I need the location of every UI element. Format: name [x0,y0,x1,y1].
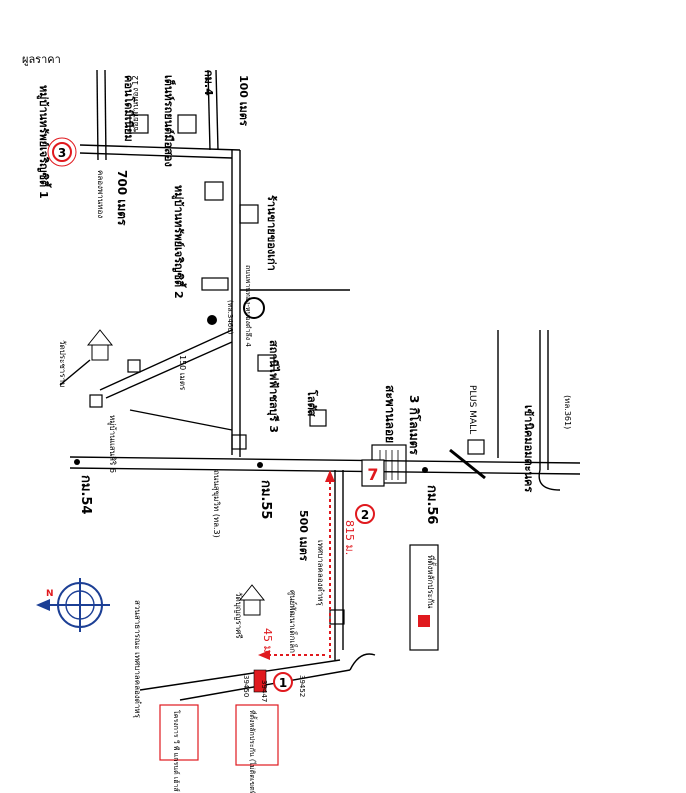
label-temple-1: วัดประชาราม [58,340,67,387]
label-plot-3: 39452 [298,675,306,697]
house-icon-1 [127,359,141,373]
condo-icon [129,114,149,134]
km54-dot [74,459,80,465]
label-condo: คอนโดมิเนียม [122,75,136,142]
main-highway [69,456,581,464]
site-info-text: ที่ตั้งหลักประกัน (ไม่ติดเขตที่) [248,710,259,793]
blocked-road-mark [449,448,486,480]
compass-icon: N [36,578,110,632]
label-dist-150: 150 เมตร [178,355,187,391]
label-village-2: หมู่บ้านทรัพย์เจริญซิตี้ 2 [171,185,187,299]
road-soi-12-edge [79,152,233,159]
water-tower-icon [243,297,265,319]
label-hwy-361: (ทล.361) [563,395,572,429]
label-dist-500: 500 เมตร [297,510,310,561]
marker-3-ring [47,137,77,167]
road-bottom-curve [349,653,376,671]
label-power: สถานีไฟฟ้าชลบุรี 3 [266,340,281,433]
label-bridge: สะพานลอย [383,385,397,443]
buildings [89,114,485,625]
label-dist-100: 100 เมตร [237,75,250,126]
site-info-box: ที่ตั้งหลักประกัน (ไม่ติดเขตที่) [235,704,279,793]
label-km54: กม.54 [78,475,93,514]
traffic-light-icon [201,277,229,291]
road-bottom [139,659,341,691]
route-arrow-up [325,470,335,482]
label-km55: กม.55 [258,480,273,519]
temple-icon-2 [238,584,266,616]
label-dist-45: 45 ม. [261,628,274,656]
road-amata-curve [538,469,561,491]
marker-1: 1 [273,672,293,692]
label-village-1: หมู่บ้านทรัพย์เจริญซิตี้ 1 [36,85,52,199]
school-icon [329,609,345,625]
label-antiques: ร้านขายของเก่า [265,195,278,271]
label-road-main: ถนนสุขุมวิท (ทล.3) [212,470,221,538]
label-park: สวนสาธารณะ เทศบาลคลองตำหรุ [133,600,142,719]
legend: ที่ตั้งหลักประกัน [409,544,439,651]
antiques-icon [239,204,259,224]
marker-2: 2 [355,504,375,524]
project-box: โครงการ วี พี แกรนด์ เฮ้าส์ [159,704,199,792]
house-icon-2 [89,394,103,408]
label-dist-815: 815 ม. [343,520,356,555]
label-hwy-3466: (ทล.3466) [226,300,234,335]
road-temple-2 [129,409,233,431]
used-cars-icon [177,114,197,134]
label-dist-700: 700 เมตร [115,170,129,226]
label-road-4: ถนนพานทอง-หนองตำลึง 4 [244,265,253,347]
house-icon-3 [231,434,247,450]
road-vertical-left [96,69,99,161]
label-km56: กม.56 [424,485,439,524]
map-labels: หมู่บ้านทรัพย์เจริญซิตี้ 1 700 เมตร คลอง… [36,70,572,719]
plus-mall-icon [467,439,485,455]
road-right-vertical-2 [215,69,219,151]
label-village-6: หมู่บ้านแสนสิริ 6 [107,415,117,473]
route-arrow-left [258,650,270,660]
power-station-icon [257,354,275,372]
road-4-edge [105,341,233,399]
road-right-vertical [207,69,211,151]
roads [59,69,581,701]
label-used-cars: เต็นท์รถยนต์มือสอง [162,75,176,167]
label-km4: กม.4 [202,70,215,96]
seven-eleven-box-1 [204,181,224,201]
main-highway-edge [69,467,581,475]
temple-icons [86,329,266,616]
label-plus-mall: PLUS MALL [467,385,477,434]
label-km3: 3 กิโลเมตร [407,395,422,455]
road-temple [59,359,91,386]
label-plot-1: 39450 [242,675,250,697]
road-soi-12 [79,144,241,151]
marker-3-text: 3 [58,146,66,160]
route [262,475,331,660]
seven-eleven-icon: 7 [361,459,385,487]
km56-dot [422,467,428,473]
compass-north-text: N [46,589,54,599]
label-school: ศูนย์พัฒนาเด็กเล็ก [287,590,298,653]
legend-label: ที่ตั้งหลักประกัน [426,555,437,609]
label-plot-2: 39447 [260,680,268,702]
label-canal: คลองพานทอง [96,170,105,218]
label-lotus: โลตัส [305,389,319,417]
property-site [253,669,267,693]
project-text: โครงการ วี พี แกรนด์ เฮ้าส์ [172,710,181,792]
lotus-icon [309,409,327,427]
marker-1-text: 1 [279,676,287,690]
water-tower-small-icon [207,315,217,325]
road-4 [99,329,233,391]
seven-eleven-text: 7 [367,465,378,484]
corner-note: ผูลราคา [22,53,61,66]
road-vertical-left-2 [104,69,107,161]
km55-dot [257,462,263,468]
label-road-12: ซอยพานทอง 12 [131,75,140,132]
marker-3: 3 [52,142,72,162]
temple-icon-1 [86,329,114,361]
marker-2-text: 2 [361,508,369,522]
label-amata: เข้านิคมอมตะนคร [522,405,535,492]
label-road-canal: เทศบาลคลองตำหรุ [316,540,325,606]
label-temple-2: วัดบุญญราศรี [234,592,243,639]
